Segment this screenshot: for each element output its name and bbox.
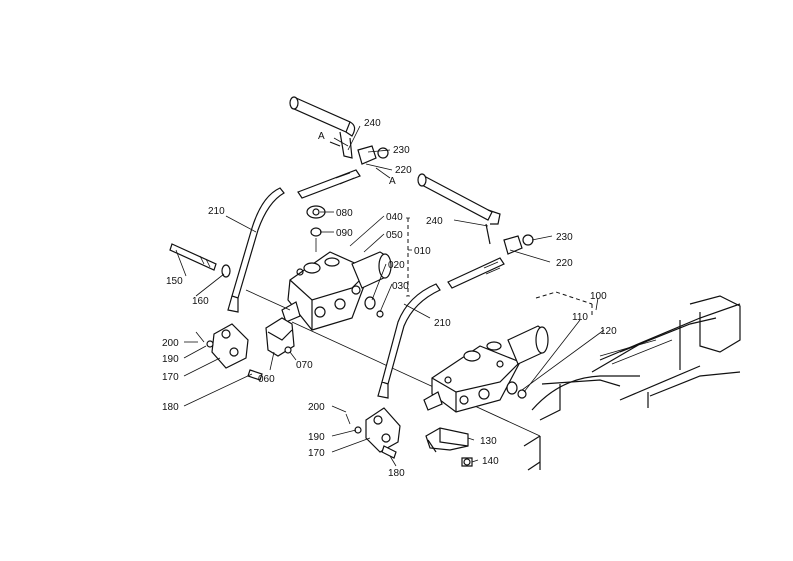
right-rod <box>447 257 505 289</box>
left-valve-spool <box>281 301 301 323</box>
callout-230-right: 230 <box>556 232 573 243</box>
right-valve-body <box>431 341 521 413</box>
callout-090: 090 <box>336 228 353 239</box>
callout-040: 040 <box>386 212 403 223</box>
tractor-frame <box>523 295 741 471</box>
callout-130: 130 <box>480 436 497 447</box>
callout-030: 030 <box>392 281 409 292</box>
top-rod <box>297 169 361 199</box>
callout-180-left: 180 <box>162 402 179 413</box>
left-linkage-bracket <box>195 323 263 381</box>
callout-190-bottom: 190 <box>308 432 325 443</box>
callout-a-right: A <box>389 176 396 187</box>
callout-060: 060 <box>258 374 275 385</box>
left-long-bolt <box>169 243 231 278</box>
callout-200-left: 200 <box>162 338 179 349</box>
right-valve-fittings <box>506 381 527 399</box>
right-linkage-bracket <box>345 407 401 459</box>
callout-140: 140 <box>482 456 499 467</box>
callout-190-left: 190 <box>162 354 179 365</box>
callout-010: 010 <box>414 246 431 257</box>
callout-180-bottom: 180 <box>388 468 405 479</box>
callout-labels: 240 230 220 A A 210 080 090 040 050 010 … <box>162 118 617 479</box>
callout-150: 150 <box>166 276 183 287</box>
callout-080: 080 <box>336 208 353 219</box>
callout-220-top: 220 <box>395 165 412 176</box>
left-plate-060 <box>265 317 295 357</box>
callout-170-bottom: 170 <box>308 448 325 459</box>
callout-240-top: 240 <box>364 118 381 129</box>
group-bracket-010 <box>406 217 410 297</box>
group-bracket-100 <box>535 291 593 318</box>
leader-lines <box>175 125 605 467</box>
callout-a-left: A <box>318 131 325 142</box>
callout-170-left: 170 <box>162 372 179 383</box>
callout-050: 050 <box>386 230 403 241</box>
right-valve-solenoid <box>507 325 549 365</box>
callout-210-right: 210 <box>434 318 451 329</box>
callout-120: 120 <box>600 326 617 337</box>
right-valve-spool <box>423 391 443 411</box>
callout-110: 110 <box>572 312 588 323</box>
callout-070: 070 <box>296 360 313 371</box>
right-lever-shaft <box>417 173 501 245</box>
callout-210-left: 210 <box>208 206 225 217</box>
callout-100: 100 <box>590 291 607 302</box>
callout-020: 020 <box>388 260 405 271</box>
top-lever-shaft <box>289 96 356 159</box>
right-clevis-joint <box>503 234 534 255</box>
callout-220-right: 220 <box>556 258 573 269</box>
left-control-lever <box>227 187 285 313</box>
callout-160: 160 <box>192 296 209 307</box>
callout-200-bottom: 200 <box>308 402 325 413</box>
right-control-lever <box>377 283 441 399</box>
right-bolt-140 <box>461 457 473 467</box>
callout-240-right: 240 <box>426 216 443 227</box>
right-plate-130 <box>425 427 469 453</box>
callout-230-top: 230 <box>393 145 410 156</box>
